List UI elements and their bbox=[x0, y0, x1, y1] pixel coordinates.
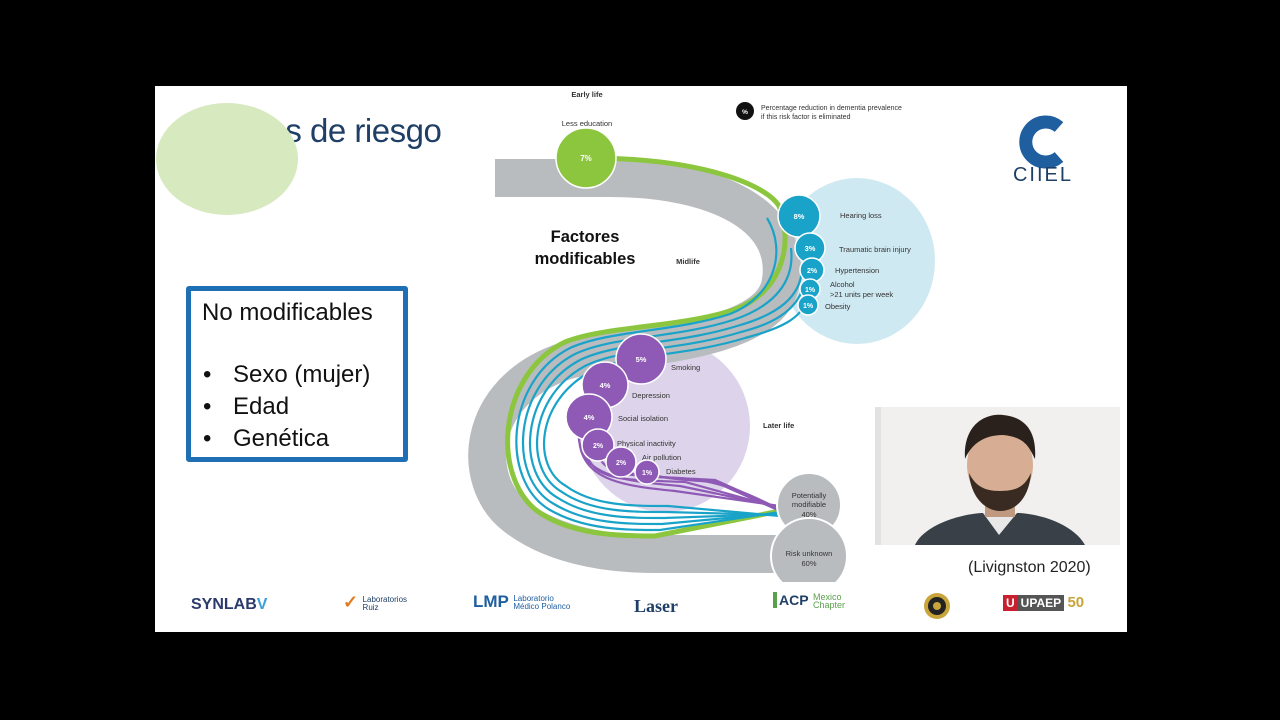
ruiz-line2: Ruiz bbox=[362, 602, 379, 612]
factor-label-social-isolation: Social isolation bbox=[618, 414, 668, 423]
factor-pct-social-isolation: 4% bbox=[584, 413, 595, 422]
logo-text: CIIEL bbox=[1012, 164, 1074, 186]
legend-line2: if this risk factor is eliminated bbox=[761, 114, 851, 121]
non-modifiable-box: No modificables • Sexo (mujer) • Edad • Gen… bbox=[186, 286, 408, 462]
factor-pct-alcohol: 1% bbox=[805, 287, 816, 294]
factor-pct-diabetes: 1% bbox=[642, 470, 653, 477]
midlife-streams bbox=[515, 217, 807, 532]
factor-circle-smoking bbox=[615, 333, 667, 385]
list-item-text: Sexo (mujer) bbox=[233, 361, 371, 388]
list-item: • Genética bbox=[191, 425, 370, 457]
risk-factor-diagram: Early life Less education 7% Factores mo… bbox=[156, 90, 935, 586]
factor-pct-less-education: 7% bbox=[580, 154, 592, 163]
acp-mark: ACP bbox=[773, 592, 809, 608]
ciiel-logo-icon bbox=[1019, 115, 1064, 169]
modifiable-label-line2: modificables bbox=[535, 250, 636, 268]
early-life-zone bbox=[156, 103, 298, 215]
factor-pct-depression: 4% bbox=[600, 381, 611, 390]
factor-pct-hearing-loss: 8% bbox=[794, 212, 805, 221]
factor-label-depression: Depression bbox=[632, 391, 670, 400]
upaep-name: UPAEP bbox=[1017, 595, 1065, 611]
summary-unknown-pct: 60% bbox=[801, 559, 816, 568]
factor-label-diabetes: Diabetes bbox=[666, 467, 696, 476]
sponsor-laser: Laser bbox=[634, 596, 678, 616]
summary-unknown-line1: Risk unknown bbox=[786, 549, 833, 558]
non-modifiable-heading: No modificables bbox=[202, 299, 373, 326]
stage-label-late: Later life bbox=[763, 421, 794, 430]
stage-label-mid: Midlife bbox=[676, 257, 700, 266]
sponsor-synlab-name: SYNLAB bbox=[191, 596, 257, 613]
summary-modifiable-line2: modifiable bbox=[792, 500, 826, 509]
factor-pct-tbi: 3% bbox=[805, 244, 816, 253]
modifiable-label-line1: Factores bbox=[551, 228, 620, 246]
stage-label-early: Early life bbox=[571, 90, 602, 99]
upaep-u-mark: U bbox=[1003, 595, 1018, 611]
factor-pct-hypertension: 2% bbox=[807, 268, 818, 275]
factor-label-alcohol-line2: >21 units per week bbox=[830, 290, 893, 299]
citation: (Livignston 2020) bbox=[968, 559, 1091, 576]
factor-circle-air-pollution bbox=[605, 446, 637, 478]
bullet: • bbox=[203, 425, 212, 452]
non-modifiable-list: • Sexo (mujer) • Edad • Genética bbox=[191, 361, 370, 457]
webcam-feed bbox=[875, 407, 1120, 545]
legend-line1: Percentage reduction in dementia prevale… bbox=[761, 105, 902, 112]
ruiz-line1: Laboratorios bbox=[362, 594, 408, 604]
factor-circle-physical-inactivity bbox=[581, 428, 615, 462]
factor-label-hearing-loss: Hearing loss bbox=[840, 211, 882, 220]
factor-label-smoking: Smoking bbox=[671, 363, 700, 372]
factor-circle-obesity bbox=[797, 294, 819, 316]
factor-circle-diabetes bbox=[634, 459, 660, 485]
factor-label-tbi: Traumatic brain injury bbox=[839, 245, 911, 254]
legend-marker bbox=[736, 102, 754, 120]
lmp-line2: Médico Polanco bbox=[513, 601, 571, 611]
slide: Factores de riesgo Early life bbox=[155, 86, 1127, 632]
list-item: • Edad bbox=[191, 393, 370, 425]
factor-label-physical-inactivity: Physical inactivity bbox=[617, 439, 676, 448]
factor-pct-smoking: 5% bbox=[636, 355, 647, 364]
list-item: • Sexo (mujer) bbox=[191, 361, 370, 393]
summary-modifiable-pct: 40% bbox=[801, 510, 816, 519]
factor-pct-physical-inactivity: 2% bbox=[593, 443, 604, 450]
acp-line2: Chapter bbox=[813, 599, 846, 610]
early-life-stream bbox=[505, 155, 788, 539]
factor-label-less-education: Less education bbox=[562, 119, 612, 128]
ruiz-check-icon: ✓ bbox=[343, 592, 359, 612]
list-item-text: Edad bbox=[233, 393, 290, 420]
university-seal-icon bbox=[924, 593, 950, 619]
factor-pct-air-pollution: 2% bbox=[616, 460, 627, 467]
legend-symbol: % bbox=[742, 109, 748, 116]
acp-line1: Mexico bbox=[813, 591, 842, 602]
synlab-mark-icon: V bbox=[256, 596, 268, 613]
summary-circle-unknown bbox=[770, 517, 848, 586]
factor-pct-obesity: 1% bbox=[803, 303, 814, 310]
summary-modifiable-line1: Potentially bbox=[792, 491, 827, 500]
lmp-mark: LMP bbox=[473, 592, 509, 611]
life-course-path bbox=[468, 159, 810, 573]
sponsor-synlab: SYNLABV bbox=[191, 596, 267, 614]
factor-label-obesity: Obesity bbox=[825, 302, 851, 311]
factor-circle-less-education bbox=[555, 127, 617, 189]
list-item-text: Genética bbox=[233, 425, 330, 452]
lmp-line1: Laboratorio bbox=[513, 593, 554, 603]
factor-label-alcohol-line1: Alcohol bbox=[830, 280, 855, 289]
bullet: • bbox=[203, 361, 212, 388]
factor-label-hypertension: Hypertension bbox=[835, 266, 879, 275]
factor-label-air-pollution: Air pollution bbox=[642, 453, 681, 462]
upaep-years: 50 bbox=[1067, 594, 1085, 611]
bullet: • bbox=[203, 393, 212, 420]
